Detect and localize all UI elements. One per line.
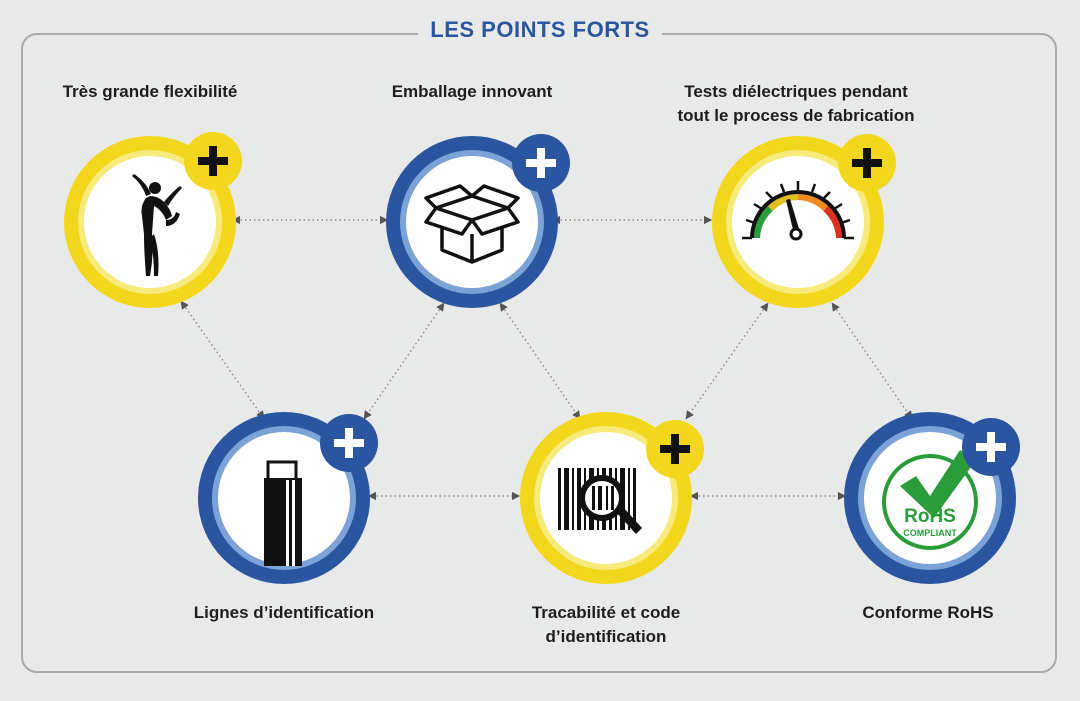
link-3-6 <box>831 302 913 420</box>
gauge-icon <box>742 181 854 241</box>
feature-label: Emballage innovant <box>391 82 553 101</box>
plus-badge <box>962 418 1020 476</box>
plus-badge <box>838 134 896 192</box>
rohs-subtext: COMPLIANT <box>903 528 957 538</box>
plus-icon <box>526 148 556 178</box>
feature-packaging <box>384 134 570 310</box>
feature-flexibility <box>62 132 242 310</box>
link-3-5 <box>685 302 769 420</box>
plus-icon <box>198 146 228 176</box>
badge-ring <box>712 136 884 308</box>
rohs-icon: RoHS COMPLIANT <box>882 450 978 550</box>
feature-label: Lignes d’identification <box>193 603 375 622</box>
feature-label: Conforme RoHS <box>862 603 994 622</box>
plus-badge <box>184 132 242 190</box>
plus-badge <box>646 420 704 478</box>
feature-dielectric-tests <box>710 134 896 310</box>
plus-icon <box>660 434 690 464</box>
feature-label: Tests diélectriques pendant tout le proc… <box>677 82 915 125</box>
cable-icon <box>264 460 302 566</box>
link-2-5 <box>499 302 581 420</box>
gymnast-icon <box>132 174 182 276</box>
link-1-4 <box>180 300 265 420</box>
feature-traceability <box>518 410 704 586</box>
feature-identification-lines <box>196 410 378 586</box>
plus-icon <box>852 148 882 178</box>
box-icon <box>424 184 520 264</box>
rohs-text: RoHS <box>904 506 956 527</box>
plus-icon <box>976 432 1006 462</box>
plus-badge <box>320 414 378 472</box>
feature-label: Très grande flexibilité <box>62 82 238 101</box>
barcode-magnifier-icon <box>558 468 642 534</box>
section-title: LES POINTS FORTS <box>0 17 1080 43</box>
plus-badge <box>512 134 570 192</box>
feature-rohs: RoHS COMPLIANT <box>842 410 1020 586</box>
link-2-4 <box>363 302 445 420</box>
feature-label: Tracabilité et code d’identification <box>531 603 681 646</box>
plus-icon <box>334 428 364 458</box>
